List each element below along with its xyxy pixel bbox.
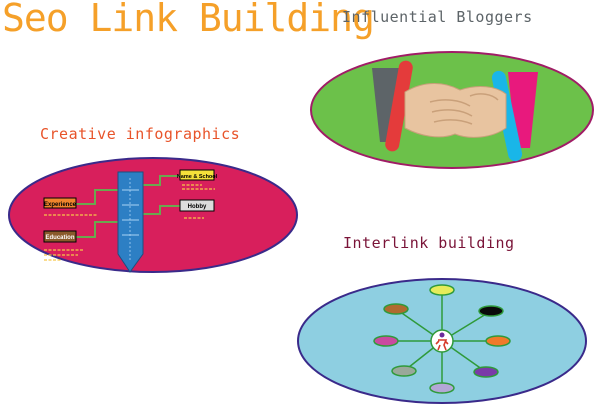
page-title: Seo Link Building — [2, 0, 375, 40]
node-left — [373, 335, 399, 347]
network-icon — [373, 284, 511, 394]
node-top — [429, 284, 455, 296]
node-upper-right — [478, 305, 504, 317]
bloggers-illustration — [310, 51, 594, 169]
handshake-icon — [372, 60, 538, 162]
interlink-illustration — [297, 278, 587, 404]
person-icon — [430, 329, 454, 353]
infographic-box-education: Education — [45, 235, 74, 241]
timeline-icon: Experience Education Name & School Hobby — [43, 169, 218, 273]
node-upper-left — [383, 303, 409, 315]
infographics-heading: Creative infographics — [40, 125, 241, 143]
infographic-box-experience: Experience — [44, 202, 77, 208]
node-lower-left — [391, 365, 417, 377]
infographic-box-name-school: Name & School — [177, 174, 218, 180]
infographic-box-hobby: Hobby — [188, 204, 207, 210]
node-lower-right — [473, 366, 499, 378]
node-right — [485, 335, 511, 347]
bloggers-heading: Influential Bloggers — [342, 8, 533, 26]
node-bottom — [429, 382, 455, 394]
interlink-heading: Interlink building — [343, 234, 515, 252]
infographics-illustration: Experience Education Name & School Hobby — [8, 157, 298, 273]
